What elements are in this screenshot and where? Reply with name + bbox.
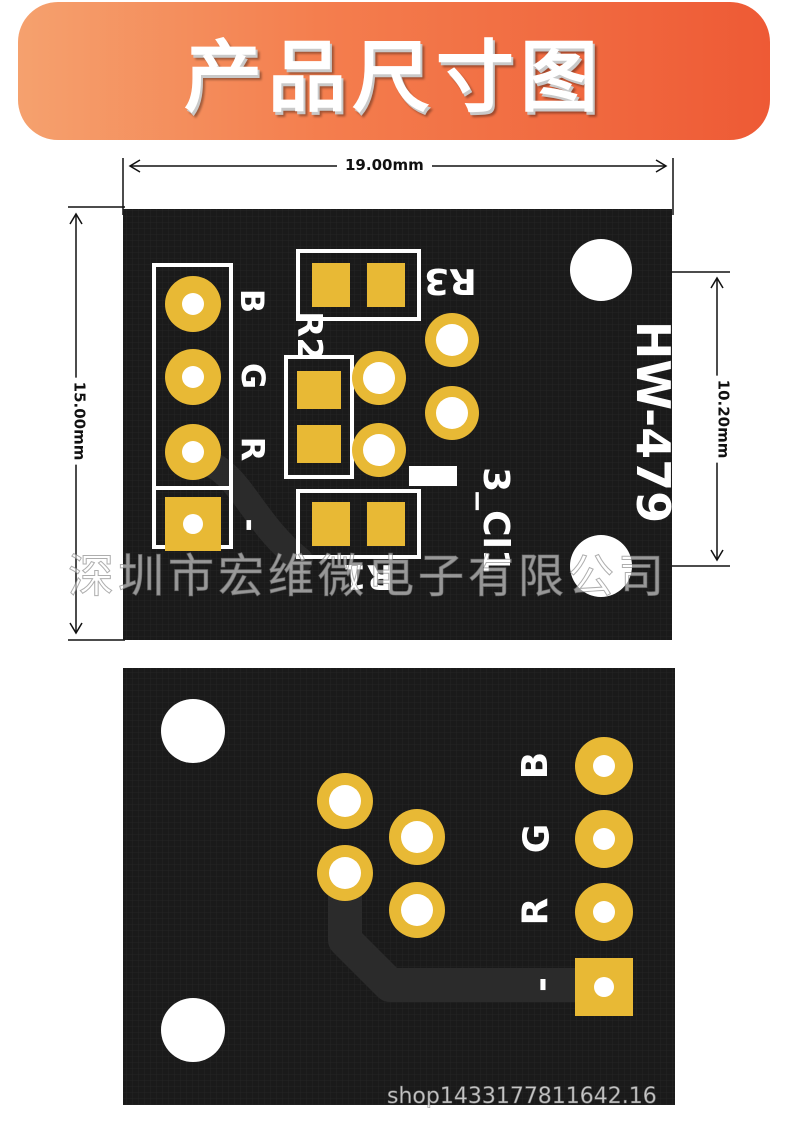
back-pin-label-g: G: [516, 823, 558, 854]
shop-watermark: shop1433177811642.16: [387, 1084, 657, 1110]
pin-label-minus: -: [231, 518, 270, 532]
mounting-hole: [161, 699, 225, 763]
height-dimension: 15.00mm: [70, 377, 89, 465]
company-watermark: 深圳市宏维微电子有限公司: [68, 549, 668, 604]
back-pin-label-minus: -: [520, 977, 562, 992]
mounting-hole: [570, 239, 632, 301]
pin-label-g: G: [234, 362, 273, 390]
back-pin-label-b: B: [515, 751, 557, 780]
model-label: HW-479: [626, 320, 681, 524]
pin-label-b: B: [233, 288, 272, 314]
header-pads: [165, 276, 221, 551]
led-pads: [352, 313, 479, 477]
resistor-label-r3: R3: [424, 260, 477, 301]
mounting-hole: [570, 535, 632, 597]
width-dimension: 19.00mm: [337, 156, 432, 174]
back-pin-label-r: R: [515, 897, 557, 926]
title-banner: 产品尺寸图: [18, 2, 770, 140]
resistor-label-r2: R2: [288, 311, 329, 361]
mounting-hole: [161, 998, 225, 1062]
banner-title: 产品尺寸图: [183, 33, 604, 123]
header-pads-back: [575, 737, 633, 1016]
hole-spacing-dimension: 10.20mm: [714, 375, 733, 463]
pin-label-r: R: [233, 436, 272, 462]
pcb-back: [123, 668, 675, 1105]
pcb-front: [123, 209, 672, 640]
